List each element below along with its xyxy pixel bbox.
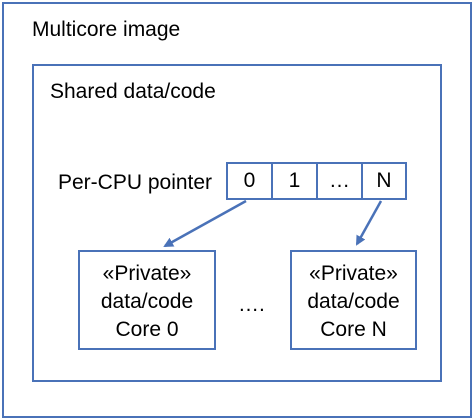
per-cpu-pointer-label: Per-CPU pointer <box>58 171 213 194</box>
private-block-line-1: «Private» <box>102 262 192 285</box>
private-block-line-1: «Private» <box>309 262 398 285</box>
private-block-line-3: Core N <box>320 318 387 341</box>
pointer-cell-ellipsis: … <box>316 162 363 200</box>
pointer-cell-0: 0 <box>226 162 273 200</box>
private-data-code-core-n: «Private» data/code Core N <box>290 250 417 350</box>
shared-data-code-title: Shared data/code <box>50 80 216 103</box>
private-data-code-core-0: «Private» data/code Core 0 <box>78 250 216 350</box>
private-block-line-3: Core 0 <box>115 318 179 341</box>
private-block-line-2: data/code <box>100 290 194 313</box>
pointer-cell-1: 1 <box>271 162 318 200</box>
between-blocks-ellipsis: …. <box>238 293 265 316</box>
pointer-cell-n: N <box>361 162 407 200</box>
multicore-image-title: Multicore image <box>32 18 181 41</box>
private-block-line-2: data/code <box>307 290 400 313</box>
